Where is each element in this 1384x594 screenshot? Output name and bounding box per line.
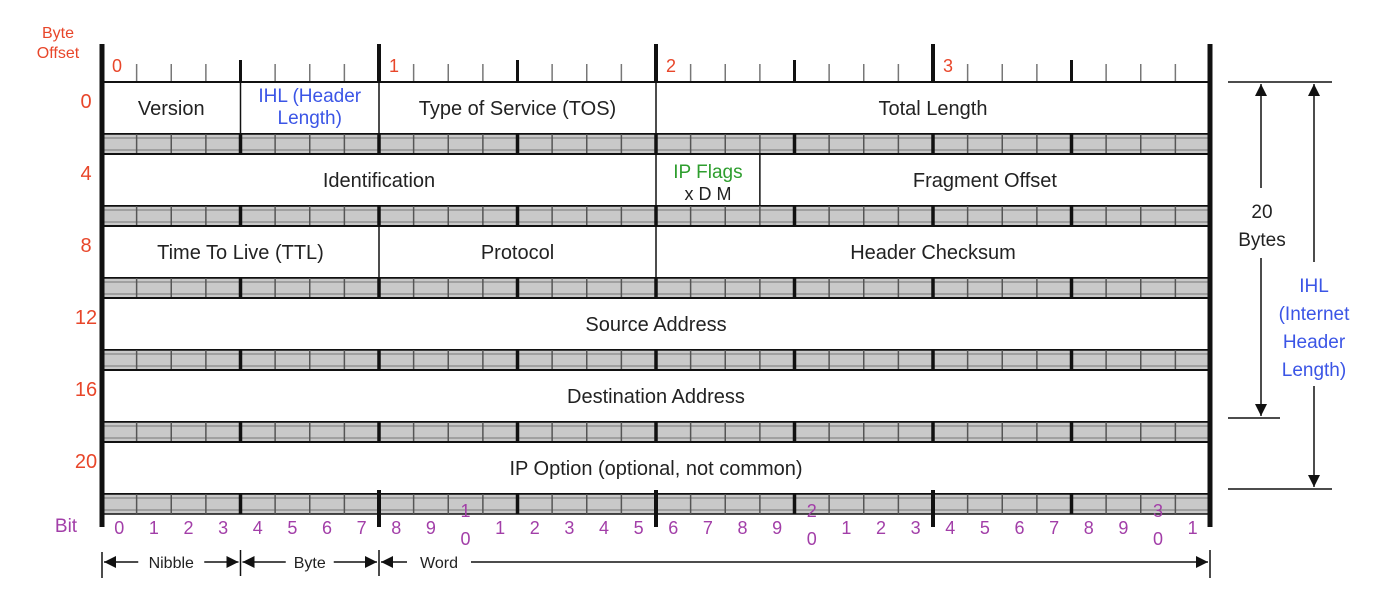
row-field-area <box>101 369 1211 423</box>
field-label: Version <box>138 98 205 120</box>
bit-label: 6 <box>322 518 332 538</box>
field-total-length: Total Length <box>655 82 988 134</box>
bit-label: 2 <box>530 518 540 538</box>
field-sublabel: x D M <box>684 184 731 204</box>
bit-label: 3 <box>218 518 228 538</box>
bit-label: 6 <box>668 518 678 538</box>
bit-label: 1 <box>1188 518 1198 538</box>
row-offset-label: 16 <box>75 379 97 401</box>
field-version: Version <box>138 98 205 120</box>
field-tos: Type of Service (TOS) <box>378 82 616 134</box>
bit-label: 8 <box>1084 518 1094 538</box>
bit-label: 3 <box>564 518 574 538</box>
field-ttl: Time To Live (TTL) <box>157 242 324 264</box>
bit-label: 2 <box>184 518 194 538</box>
field-label: Fragment Offset <box>913 170 1058 192</box>
bit-label: 0 <box>807 529 817 549</box>
bit-label: 9 <box>426 518 436 538</box>
bit-label: 8 <box>391 518 401 538</box>
byte-label: 0 <box>112 56 122 76</box>
word-label: Word <box>420 555 458 572</box>
bit-label: 8 <box>738 518 748 538</box>
bit-label: 5 <box>287 518 297 538</box>
row-offset-label: 8 <box>80 235 91 257</box>
bit-label: 2 <box>876 518 886 538</box>
field-label: Source Address <box>585 314 726 336</box>
bit-label: 3 <box>911 518 921 538</box>
bit-axis-label: Bit <box>55 516 78 537</box>
row-field-area <box>101 297 1211 351</box>
bit-label: 9 <box>772 518 782 538</box>
row-offset-label: 0 <box>80 91 91 113</box>
field-ip-option: IP Option (optional, not common) <box>509 458 802 480</box>
field-label: Protocol <box>481 242 554 264</box>
unit-brackets: Nibble Byte Word <box>101 550 1211 578</box>
row-offset-label: 12 <box>75 307 97 329</box>
bit-label: 4 <box>599 518 609 538</box>
bit-label-top: 3 <box>1153 501 1163 521</box>
bit-label: 7 <box>703 518 713 538</box>
field-header-checksum: Header Checksum <box>655 226 1016 278</box>
bit-label: 1 <box>841 518 851 538</box>
row-offset-label: 20 <box>75 451 97 473</box>
field-destination-address: Destination Address <box>567 386 745 408</box>
byte-label: 1 <box>389 56 399 76</box>
bit-label: 0 <box>461 529 471 549</box>
bit-label: 7 <box>357 518 367 538</box>
header-rows <box>100 81 1212 515</box>
field-label: Identification <box>323 170 435 192</box>
field-identification: Identification <box>323 170 435 192</box>
bit-label: 0 <box>1153 529 1163 549</box>
bit-label: 6 <box>1015 518 1025 538</box>
bit-label: 7 <box>1049 518 1059 538</box>
bit-label: 1 <box>149 518 159 538</box>
row-offset-label: 4 <box>80 163 91 185</box>
field-label: IP Option (optional, not common) <box>509 458 802 480</box>
field-protocol: Protocol <box>378 226 554 278</box>
bit-label: 5 <box>980 518 990 538</box>
byte-label: Byte <box>294 555 326 572</box>
field-label: Total Length <box>879 98 988 120</box>
field-label: Type of Service (TOS) <box>419 98 616 120</box>
bit-label-top: 1 <box>461 501 471 521</box>
byte-label: 3 <box>943 56 953 76</box>
byte-label: 2 <box>666 56 676 76</box>
bit-label: 4 <box>945 518 955 538</box>
field-label: Time To Live (TTL) <box>157 242 324 264</box>
bit-label: 4 <box>253 518 263 538</box>
bit-label: 9 <box>1118 518 1128 538</box>
bit-label: 0 <box>114 518 124 538</box>
field-label: Destination Address <box>567 386 745 408</box>
nibble-label: Nibble <box>149 555 194 572</box>
bit-label-top: 2 <box>807 501 817 521</box>
side-dimensions <box>1228 81 1332 490</box>
field-label: IP Flags <box>673 162 742 183</box>
field-label: Header Checksum <box>850 242 1016 264</box>
field-source-address: Source Address <box>585 314 726 336</box>
bit-label: 1 <box>495 518 505 538</box>
field-fragment-offset: Fragment Offset <box>759 154 1058 206</box>
bit-label: 5 <box>634 518 644 538</box>
